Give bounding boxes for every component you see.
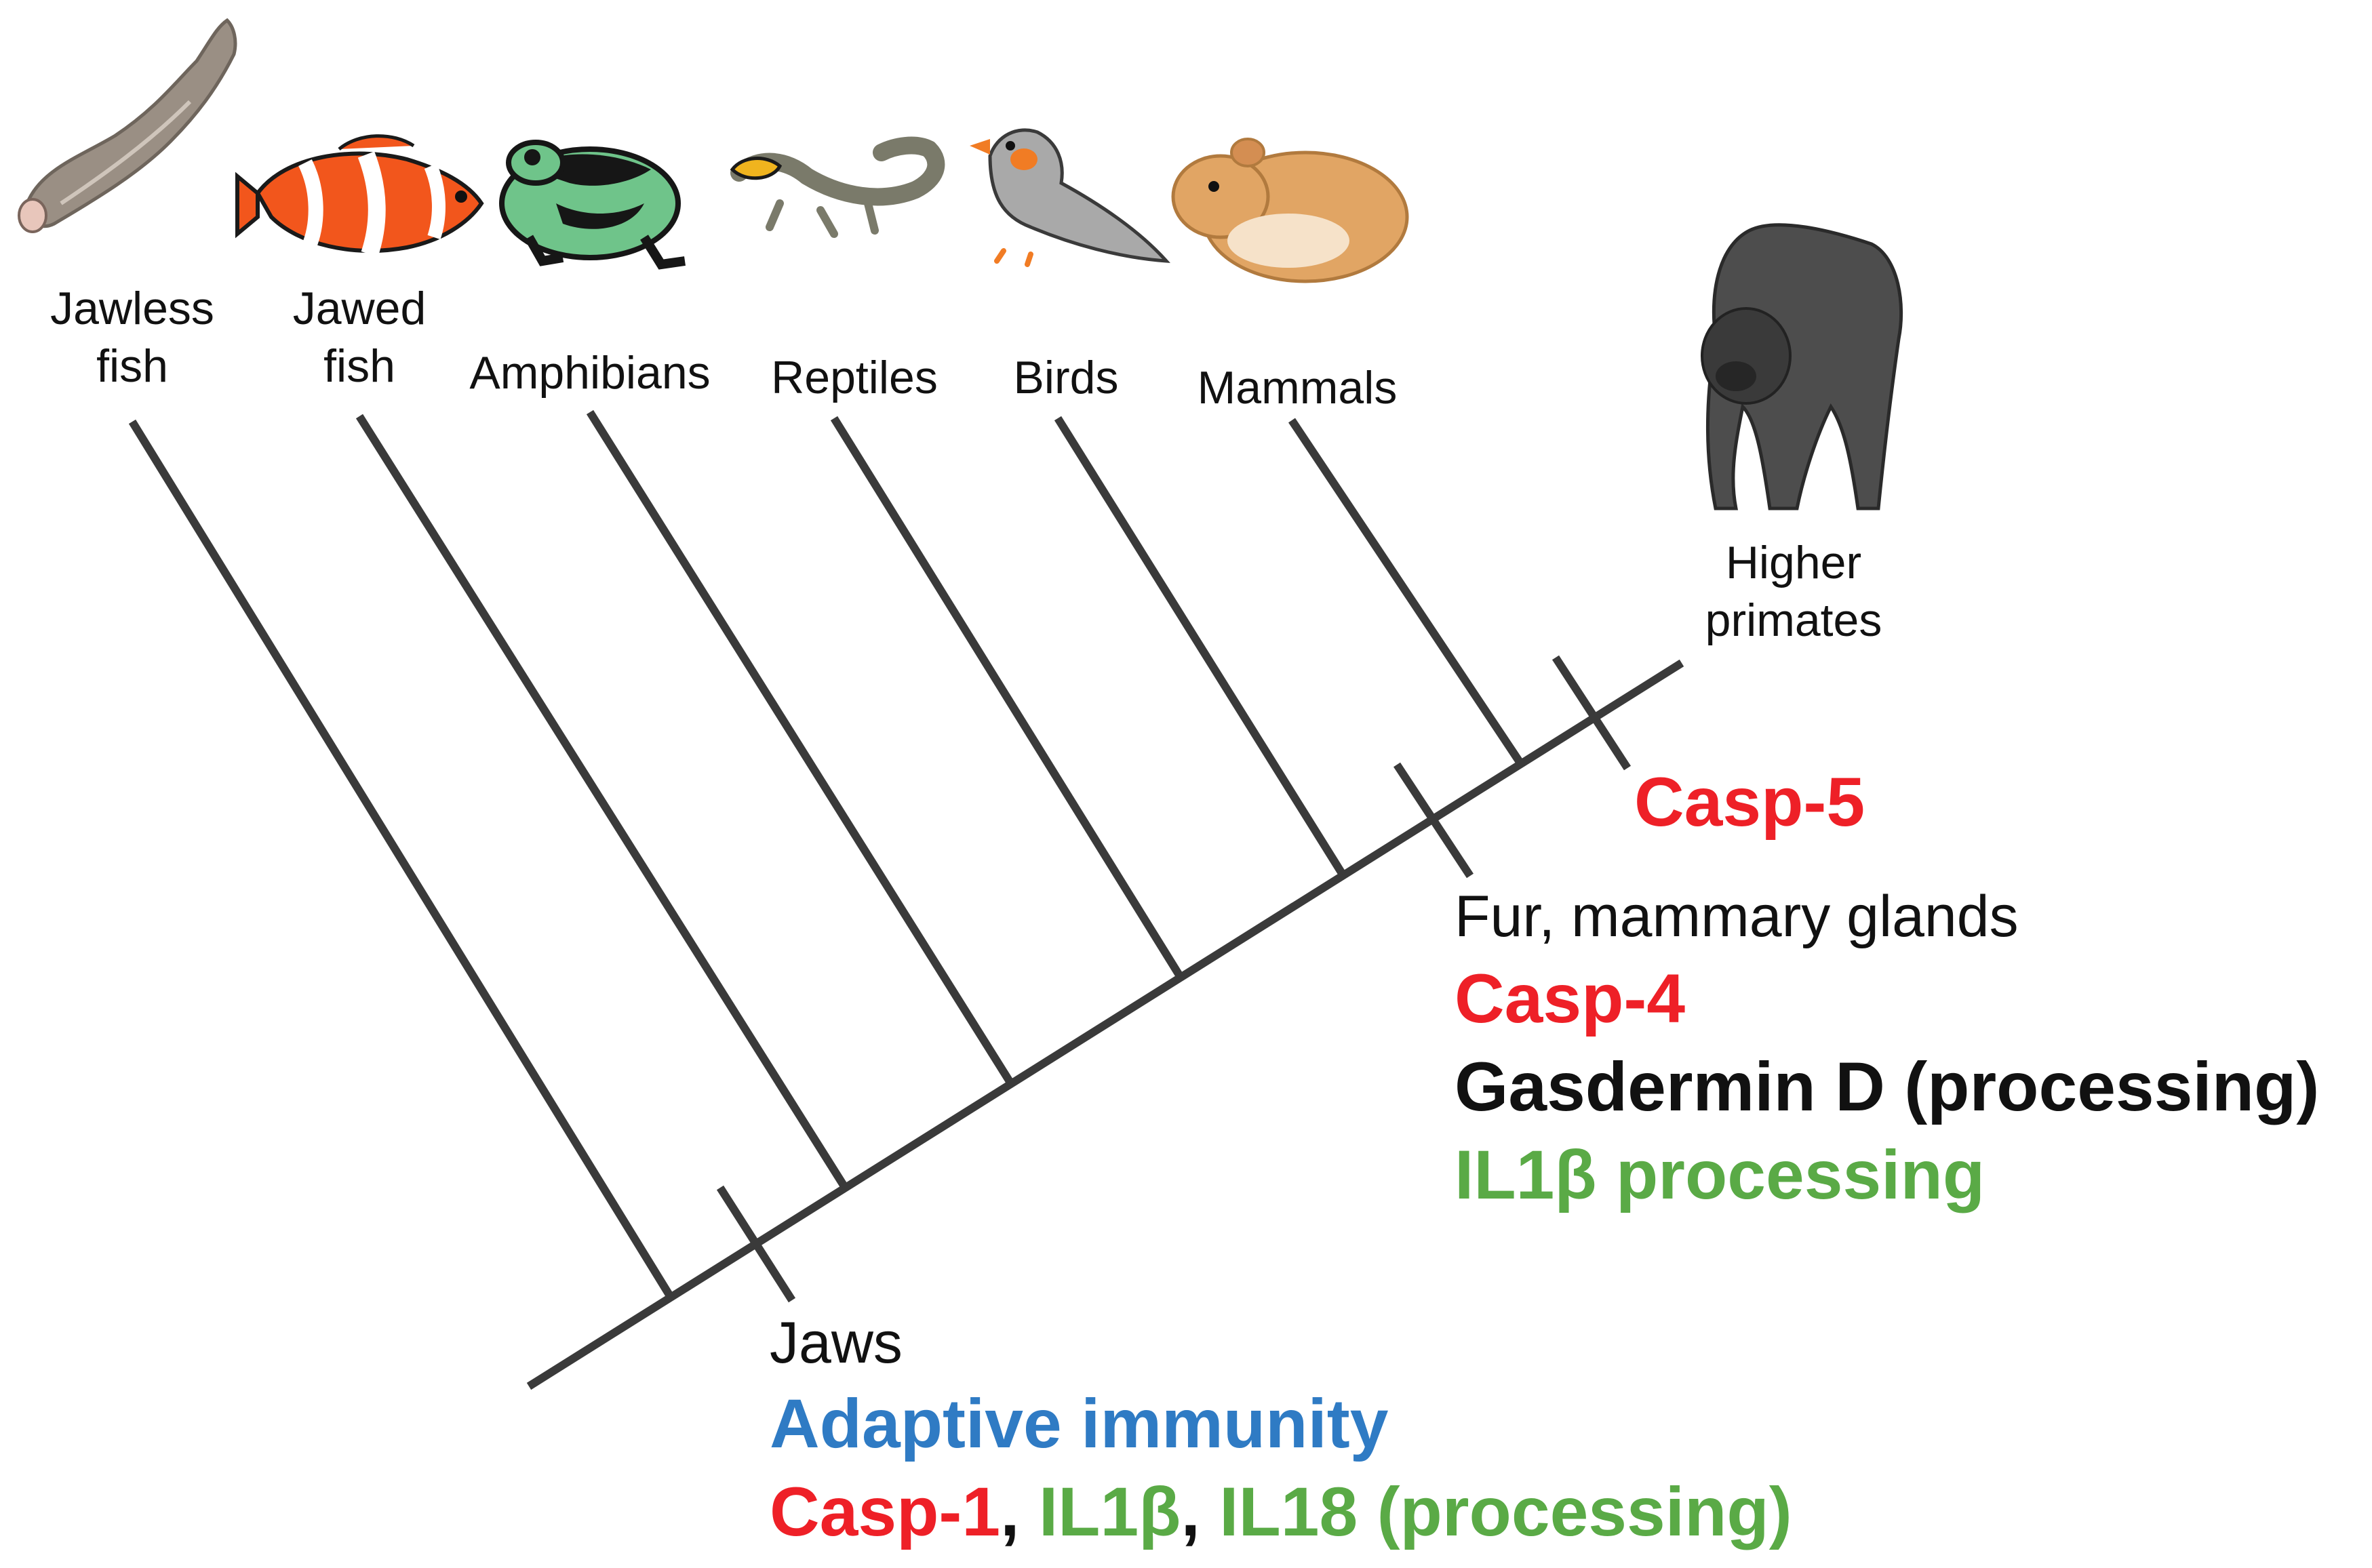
tick-casp5 (1551, 655, 1632, 771)
annotation-il1b: IL1β (1039, 1473, 1181, 1550)
clownfish-icon (235, 134, 484, 258)
branch-reptiles (830, 416, 1184, 979)
taxon-label-jawless-fish: Jawless fish (50, 283, 214, 392)
annotation-il18: IL18 (processing) (1219, 1473, 1792, 1550)
taxon-label-line: fish (323, 340, 395, 392)
tree-backbone (526, 659, 1684, 1390)
taxon-label-jawed-fish: Jawed fish (293, 283, 427, 392)
annotation-casp5: Casp-5 (1634, 763, 1865, 841)
taxon-label-line: Jawless (50, 283, 214, 334)
taxon-label-birds: Birds (1014, 352, 1119, 403)
taxon-label-amphibians: Amphibians (469, 347, 710, 399)
annotation-gasdermin: Gasdermin D (processing) (1455, 1048, 2319, 1125)
gorilla-icon (1701, 223, 1903, 510)
tick-fur-mammary (1393, 762, 1474, 879)
branch-mammals (1288, 418, 1526, 769)
annotation-il1b-processing: IL1β processing (1455, 1136, 1985, 1213)
hamster-icon (1171, 138, 1409, 283)
branch-jawless-fish (128, 419, 675, 1301)
taxon-label-line: primates (1705, 595, 1882, 646)
tick-jaws (716, 1185, 796, 1303)
branch-amphibians (586, 409, 1014, 1085)
taxon-label-mammals: Mammals (1198, 362, 1398, 414)
annotation-fur-mammary: Fur, mammary glands (1455, 884, 2019, 949)
branch-birds (1054, 416, 1347, 877)
annotation-jawed-features: Casp-1, IL1β, IL18 (processing) (770, 1473, 1792, 1550)
lizard-icon (730, 136, 945, 238)
taxon-label-reptiles: Reptiles (771, 352, 938, 403)
frog-icon (499, 140, 686, 270)
taxon-label-line: Higher (1726, 537, 1861, 588)
annotation-jaws: Jaws (770, 1310, 903, 1375)
taxon-label-line: Jawed (293, 283, 427, 334)
annotation-adaptive-immunity: Adaptive immunity (770, 1385, 1389, 1462)
finch-icon (970, 128, 1170, 267)
separator: , (1181, 1473, 1219, 1550)
taxon-label-line: fish (96, 340, 168, 392)
annotation-casp4: Casp-4 (1455, 960, 1685, 1037)
annotation-casp1: Casp-1 (770, 1473, 1000, 1550)
branch-jawed-fish (355, 414, 848, 1189)
lamprey-icon (18, 18, 237, 233)
separator: , (1000, 1473, 1039, 1550)
taxon-label-higher-primates: Higher primates (1705, 537, 1882, 646)
